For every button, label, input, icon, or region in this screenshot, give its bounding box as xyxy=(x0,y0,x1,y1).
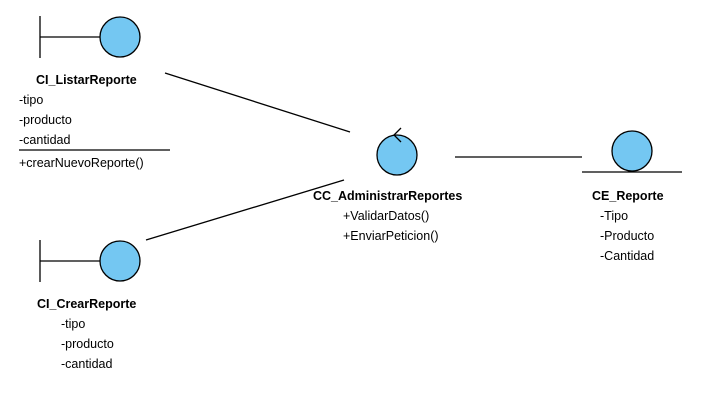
listar-operations: +crearNuevoReporte() xyxy=(19,153,144,173)
entity-icon xyxy=(582,130,682,173)
boundary-icon-crear xyxy=(39,240,141,282)
listar-attribute: -tipo xyxy=(19,93,44,107)
boundary-icon-listar xyxy=(39,16,141,58)
association-listar-control xyxy=(164,72,351,133)
listar-attribute: -cantidad xyxy=(19,133,71,147)
association-crear-control xyxy=(145,179,345,241)
control-operation: +EnviarPeticion() xyxy=(343,229,439,243)
control-operation: +ValidarDatos() xyxy=(343,209,430,223)
crear-attributes: -tipo -producto -cantidad xyxy=(61,314,114,374)
listar-operation: +crearNuevoReporte() xyxy=(19,156,144,170)
control-icon xyxy=(376,127,418,176)
listar-attribute: -producto xyxy=(19,113,72,127)
entity-attribute: -Cantidad xyxy=(600,249,655,263)
crear-attribute: -cantidad xyxy=(61,357,113,371)
listar-attributes: -tipo -producto -cantidad xyxy=(19,90,72,150)
listar-name: CI_ListarReporte xyxy=(36,73,137,87)
control-operations: +ValidarDatos() +EnviarPeticion() xyxy=(343,206,439,246)
crear-attribute: -producto xyxy=(61,337,114,351)
control-name: CC_AdministrarReportes xyxy=(313,189,463,203)
entity-attributes: -Tipo -Producto -Cantidad xyxy=(600,206,654,266)
entity-name: CE_Reporte xyxy=(592,189,664,203)
entity-attribute: -Tipo xyxy=(600,209,629,223)
entity-attribute: -Producto xyxy=(600,229,655,243)
crear-name: CI_CrearReporte xyxy=(37,297,137,311)
crear-attribute: -tipo xyxy=(61,317,86,331)
